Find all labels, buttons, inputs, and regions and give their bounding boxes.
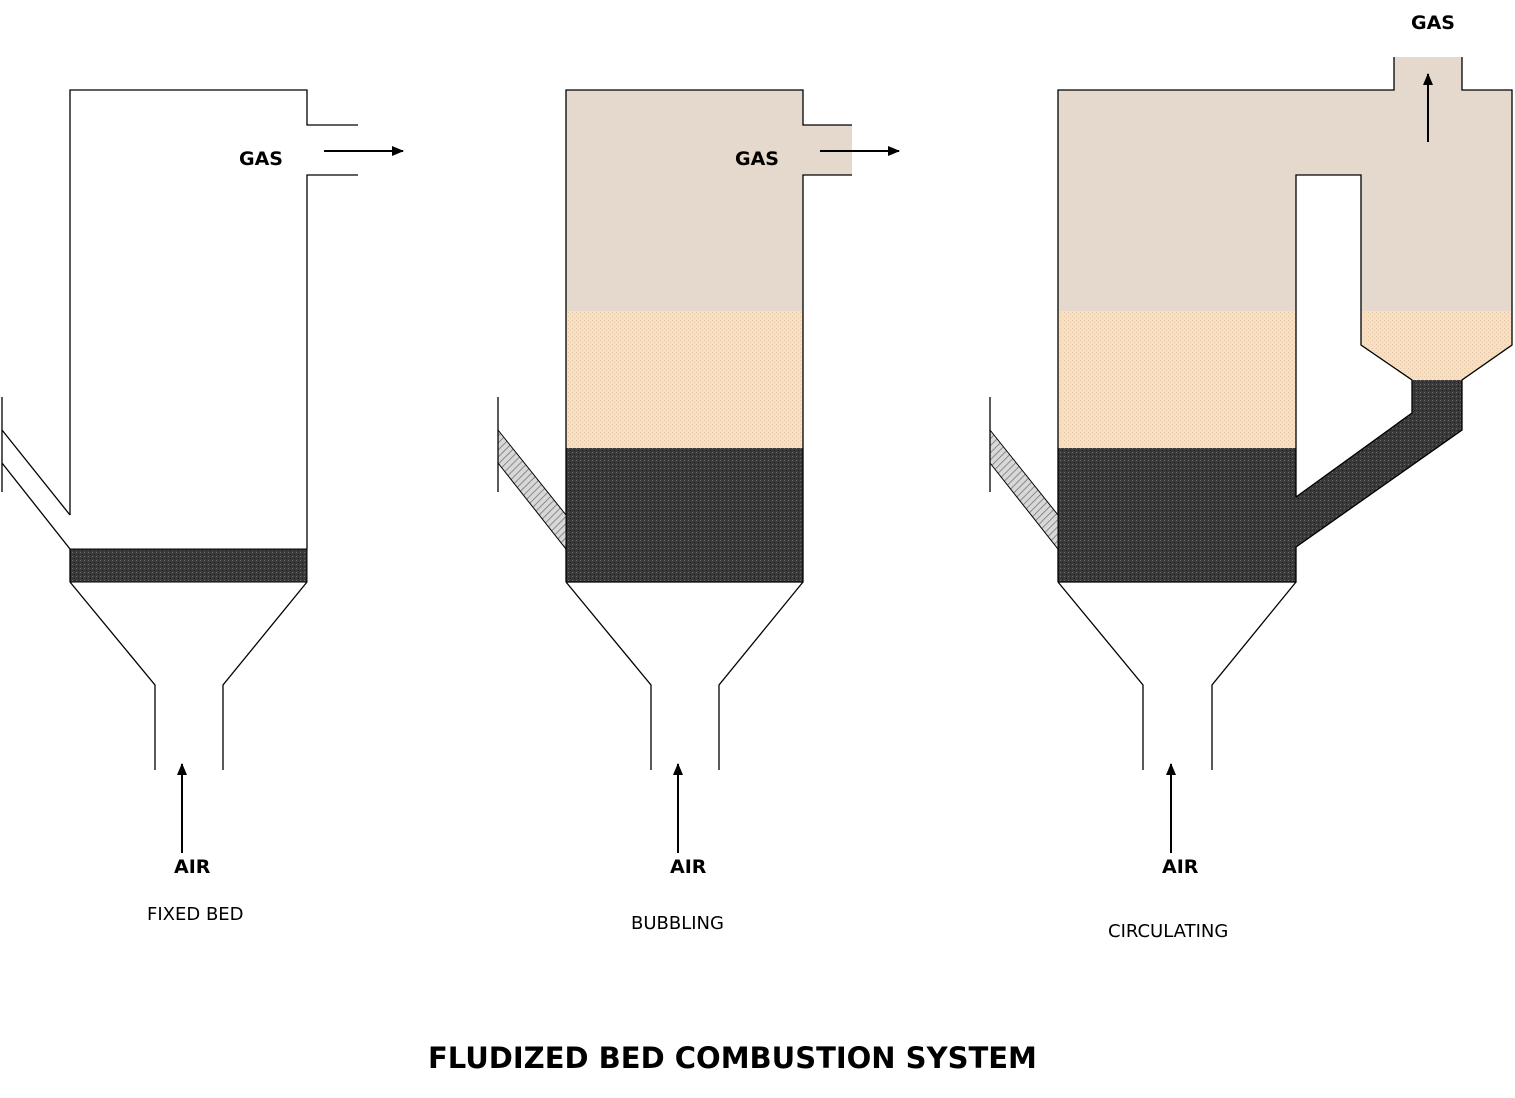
fixed-bed-system: GAS AIR FIXED BED (1, 89, 404, 925)
fixed-bed-gas-label: GAS (239, 148, 283, 170)
fixed-bed-dense-layer (69, 548, 308, 583)
bubbling-air-cone (565, 581, 804, 770)
bubbling-caption: BUBBLING (631, 913, 724, 934)
circulating-caption: CIRCULATING (1108, 921, 1228, 942)
bubbling-air-label: AIR (670, 856, 707, 878)
fixed-bed-caption: FIXED BED (147, 904, 244, 925)
circulating-air-cone (1057, 581, 1297, 770)
bubbling-freeboard-zone (566, 311, 803, 448)
fixed-bed-vessel (69, 89, 358, 549)
circulating-system: GAS AIR CIRCULATING (989, 12, 1513, 942)
circulating-feed-chute (989, 428, 1059, 551)
diagram-title: FLUDIZED BED COMBUSTION SYSTEM (428, 1041, 1037, 1075)
circulating-cyclone-cone (1361, 311, 1512, 380)
circulating-return-leg (1296, 380, 1462, 547)
fixed-bed-feed-chute (1, 397, 71, 550)
bubbling-system: GAS AIR BUBBLING (497, 89, 900, 934)
circulating-cyclone-inner (1295, 174, 1413, 498)
fixed-bed-air-cone (69, 581, 308, 770)
bubbling-gas-label: GAS (735, 148, 779, 170)
bubbling-vessel (565, 89, 852, 583)
circulating-riser-vessel (1057, 57, 1513, 583)
circulating-gas-label: GAS (1411, 12, 1455, 34)
circulating-freeboard-zone (1058, 311, 1296, 448)
bubbling-gas-zone (566, 90, 852, 311)
fixed-bed-air-label: AIR (174, 856, 211, 878)
circulating-air-label: AIR (1162, 856, 1199, 878)
circulating-gas-zone (1058, 57, 1512, 311)
bubbling-feed-chute (497, 428, 567, 551)
bubbling-dense-bed (566, 448, 803, 582)
circulating-dense-bed (1058, 448, 1296, 582)
